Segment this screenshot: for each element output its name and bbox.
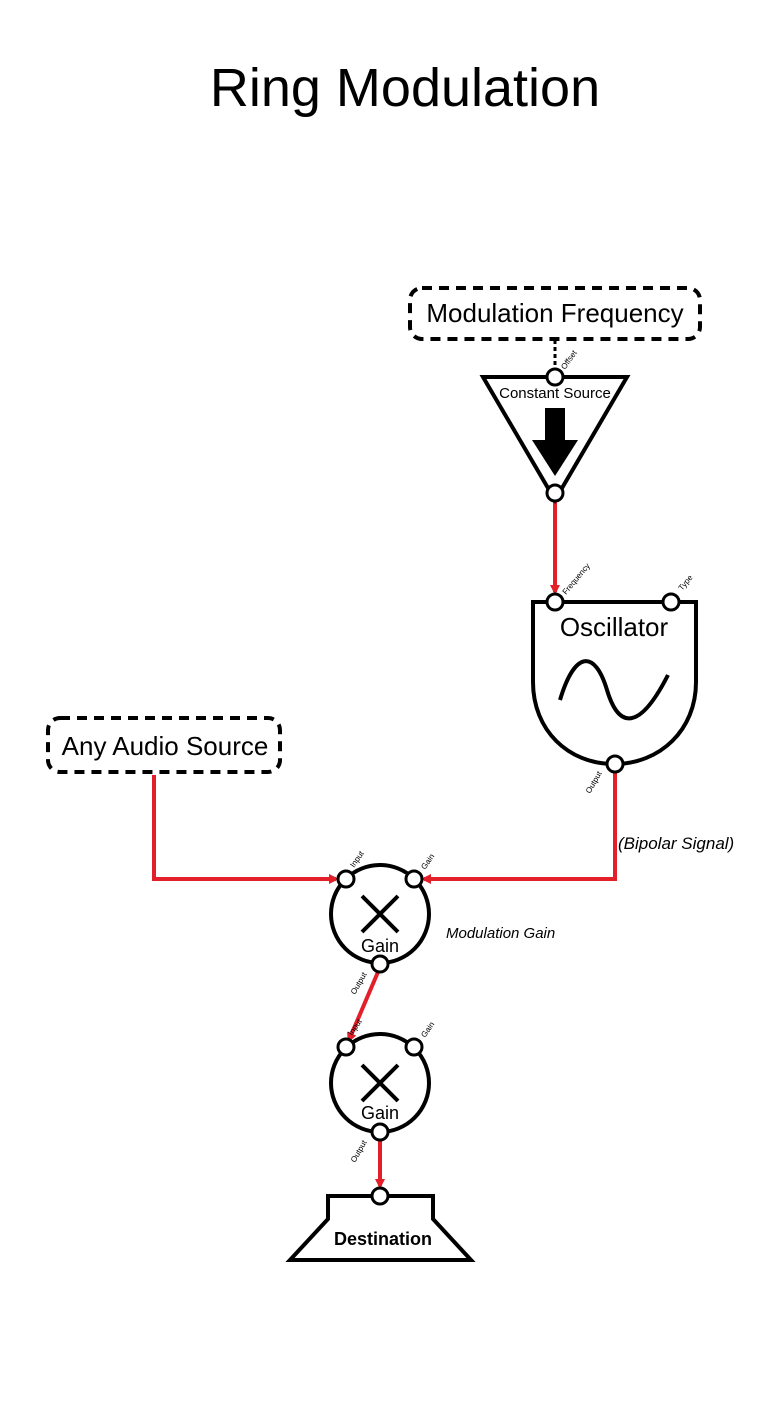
wire-oscillator-to-gain bbox=[421, 772, 617, 884]
constant-source-node: Constant Source Offset bbox=[479, 348, 631, 504]
gain-node-1: Gain Input Gain Output bbox=[329, 849, 436, 996]
gain-1-gain-label: Gain bbox=[419, 852, 436, 871]
gain-2-input-port[interactable] bbox=[336, 1037, 356, 1057]
wire-gain1-to-gain2 bbox=[347, 971, 380, 1043]
constant-source-offset-label: Offset bbox=[559, 348, 579, 371]
gain-node-2: Gain Input Gain Output bbox=[329, 1017, 436, 1164]
gain-1-input-port[interactable] bbox=[336, 869, 356, 889]
gain-2-output-port[interactable] bbox=[370, 1122, 390, 1142]
constant-source-output-port[interactable] bbox=[545, 483, 565, 503]
constant-source-label: Constant Source bbox=[499, 385, 611, 402]
oscillator-label: Oscillator bbox=[560, 612, 669, 642]
multiply-icon bbox=[360, 1063, 400, 1103]
any-audio-source-label: Any Audio Source bbox=[62, 731, 269, 761]
gain-1-output-label: Output bbox=[349, 970, 369, 996]
oscillator-frequency-port[interactable] bbox=[545, 592, 565, 612]
oscillator-output-label: Output bbox=[584, 769, 604, 795]
modulation-frequency-label: Modulation Frequency bbox=[426, 298, 683, 328]
gain-2-output-label: Output bbox=[349, 1138, 369, 1164]
gain-2-label: Gain bbox=[361, 1103, 399, 1123]
gain-1-gain-port[interactable] bbox=[404, 869, 424, 889]
multiply-icon bbox=[360, 894, 400, 934]
bipolar-signal-note: (Bipolar Signal) bbox=[618, 834, 734, 853]
sine-wave-icon bbox=[558, 659, 670, 721]
page-title: Ring Modulation bbox=[210, 58, 600, 118]
destination-input-port[interactable] bbox=[370, 1186, 390, 1206]
gain-2-gain-label: Gain bbox=[419, 1020, 436, 1039]
any-audio-source-node: Any Audio Source bbox=[46, 716, 282, 774]
modulation-gain-note: Modulation Gain bbox=[446, 925, 555, 942]
wire-audio-to-gain-input bbox=[152, 775, 339, 884]
down-arrow-icon bbox=[532, 408, 578, 476]
gain-2-gain-port[interactable] bbox=[404, 1037, 424, 1057]
destination-label: Destination bbox=[334, 1229, 432, 1249]
constant-source-offset-port[interactable] bbox=[545, 367, 565, 387]
oscillator-node: Oscillator Frequency Type Output bbox=[531, 562, 698, 795]
modulation-frequency-node: Modulation Frequency bbox=[408, 286, 702, 341]
oscillator-output-port[interactable] bbox=[605, 754, 625, 774]
gain-1-label: Gain bbox=[361, 936, 399, 956]
oscillator-frequency-label: Frequency bbox=[561, 562, 592, 597]
gain-1-output-port[interactable] bbox=[370, 954, 390, 974]
oscillator-type-label: Type bbox=[677, 573, 695, 592]
destination-node: Destination bbox=[285, 1186, 476, 1262]
gain-2-input-label: Input bbox=[346, 1017, 364, 1037]
oscillator-type-port[interactable] bbox=[661, 592, 681, 612]
